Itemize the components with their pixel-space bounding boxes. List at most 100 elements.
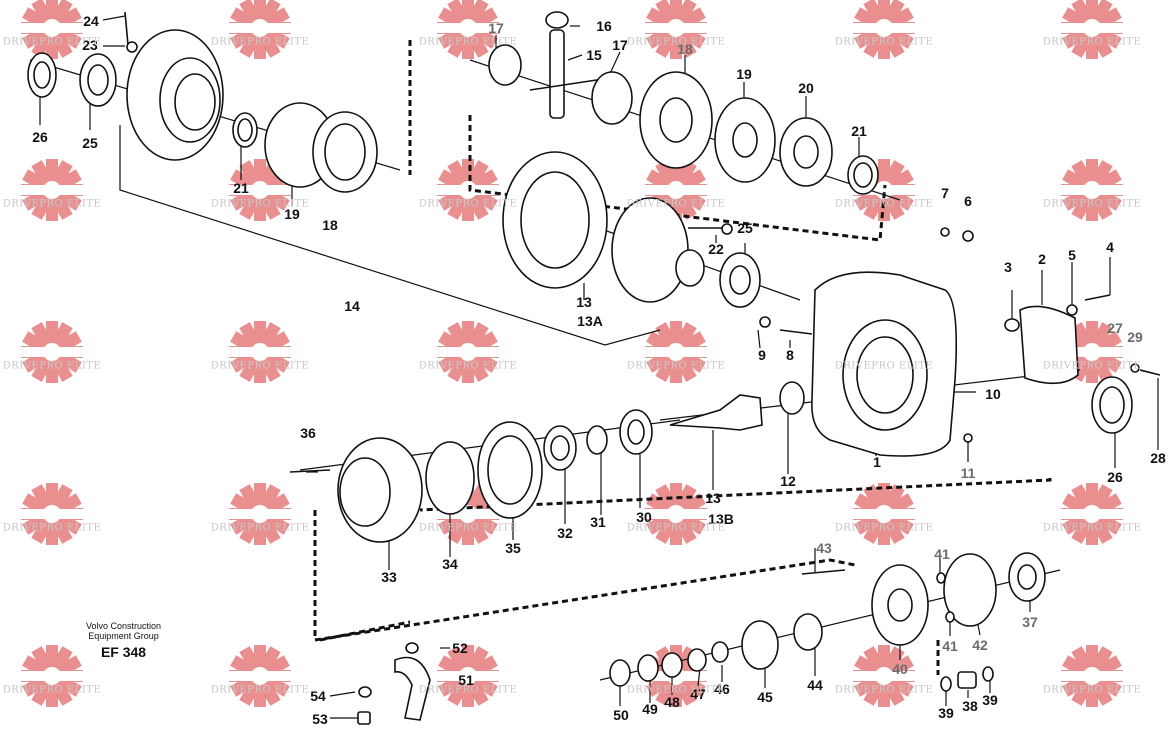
callout-37: 37: [1022, 614, 1038, 630]
caption-line1: Volvo Construction: [86, 621, 162, 631]
callout-25: 25: [82, 135, 98, 151]
caption-code: EF 348: [100, 644, 147, 660]
callout-44: 44: [807, 677, 823, 693]
callout-18: 18: [677, 41, 693, 57]
parts: [27, 11, 1161, 725]
callout-21: 21: [851, 123, 867, 139]
watermark-gear-icon: [16, 645, 88, 707]
callout-7: 7: [941, 185, 949, 201]
watermark-text: DRIVEPRO ELITE: [834, 360, 934, 372]
watermark-gear-icon: [1056, 159, 1128, 221]
watermark-text: DRIVEPRO ELITE: [2, 684, 102, 696]
callout-14: 14: [344, 298, 360, 314]
callout-28: 28: [1150, 450, 1166, 466]
watermark-text: DRIVEPRO ELITE: [2, 522, 102, 534]
callout-16: 16: [596, 18, 612, 34]
callout-47: 47: [690, 686, 706, 702]
watermark-gear-icon: [16, 321, 88, 383]
watermark-gear-icon: [16, 0, 88, 59]
watermark-gear-icon: [16, 159, 88, 221]
callout-8: 8: [786, 347, 794, 363]
watermark-text: DRIVEPRO ELITE: [626, 360, 726, 372]
watermark-gear-icon: [224, 645, 296, 707]
watermark-text: DRIVEPRO ELITE: [418, 36, 518, 48]
watermark-text: DRIVEPRO ELITE: [210, 522, 310, 534]
callout-1: 1: [873, 454, 881, 470]
watermark-text: DRIVEPRO ELITE: [418, 522, 518, 534]
callout-54: 54: [310, 688, 326, 704]
caption-block: Volvo Construction Equipment Group EF 34…: [86, 621, 161, 660]
callout-52: 52: [452, 640, 468, 656]
callout-10: 10: [985, 386, 1001, 402]
watermark-gear-icon: [640, 321, 712, 383]
callout-45: 45: [757, 689, 773, 705]
watermark-text: DRIVEPRO ELITE: [626, 198, 726, 210]
callout-13: 13: [576, 294, 592, 310]
callout-26: 26: [1107, 469, 1123, 485]
callout-11: 11: [960, 465, 976, 481]
callout-35: 35: [505, 540, 521, 556]
callout-41: 41: [942, 638, 958, 654]
watermark-gear-icon: [224, 483, 296, 545]
callout-24: 24: [83, 13, 99, 29]
watermark-gear-icon: [16, 483, 88, 545]
watermark-text: DRIVEPRO ELITE: [210, 360, 310, 372]
watermark-text: DRIVEPRO ELITE: [1042, 522, 1142, 534]
callout-2: 2: [1038, 251, 1046, 267]
callout-26: 26: [32, 129, 48, 145]
callout-39: 39: [982, 692, 998, 708]
callout-43: 43: [816, 540, 832, 556]
watermark-gear-icon: [848, 0, 920, 59]
watermark-text: DRIVEPRO ELITE: [1042, 198, 1142, 210]
callout-30: 30: [636, 509, 652, 525]
watermark-text: DRIVEPRO ELITE: [626, 522, 726, 534]
callout-4: 4: [1106, 239, 1114, 255]
watermark-text: DRIVEPRO ELITE: [1042, 684, 1142, 696]
callout-49: 49: [642, 701, 658, 717]
watermark-gear-icon: [432, 321, 504, 383]
watermark-text: DRIVEPRO ELITE: [834, 36, 934, 48]
callout-29: 29: [1127, 329, 1143, 345]
watermark-text: DRIVEPRO ELITE: [418, 198, 518, 210]
watermark-gear-icon: [1056, 645, 1128, 707]
watermark-text: DRIVEPRO ELITE: [210, 684, 310, 696]
callout-22: 22: [708, 241, 724, 257]
watermark-text: DRIVEPRO ELITE: [418, 360, 518, 372]
callout-32: 32: [557, 525, 573, 541]
caption-line2: Equipment Group: [88, 631, 159, 641]
watermark-gear-icon: [848, 645, 920, 707]
callout-36: 36: [300, 425, 316, 441]
watermark-text: DRIVEPRO ELITE: [834, 198, 934, 210]
callout-27: 27: [1107, 320, 1123, 336]
callout-39: 39: [938, 705, 954, 721]
watermark-text: DRIVEPRO ELITE: [834, 522, 934, 534]
callout-33: 33: [381, 569, 397, 585]
callout-13b: 13B: [708, 511, 734, 527]
callout-46: 46: [714, 681, 730, 697]
callout-6: 6: [964, 193, 972, 209]
watermark-gear-icon: [432, 159, 504, 221]
callout-18: 18: [322, 217, 338, 233]
watermark-text: DRIVEPRO ELITE: [1042, 36, 1142, 48]
callout-41: 41: [934, 546, 950, 562]
watermark-text: DRIVEPRO ELITE: [418, 684, 518, 696]
watermark-gear-icon: [1056, 483, 1128, 545]
watermark-text: DRIVEPRO ELITE: [626, 684, 726, 696]
callout-17: 17: [612, 37, 628, 53]
callout-3: 3: [1004, 259, 1012, 275]
callout-25: 25: [737, 220, 753, 236]
watermark-gear-icon: [640, 0, 712, 59]
watermark-text: DRIVEPRO ELITE: [2, 198, 102, 210]
watermark-text: DRIVEPRO ELITE: [210, 36, 310, 48]
callout-15: 15: [586, 47, 602, 63]
callout-9: 9: [758, 347, 766, 363]
watermark-gear-icon: [224, 321, 296, 383]
watermark-text: DRIVEPRO ELITE: [834, 684, 934, 696]
callout-51: 51: [458, 672, 474, 688]
callout-42: 42: [972, 637, 988, 653]
callout-20: 20: [798, 80, 814, 96]
watermark-text: DRIVEPRO ELITE: [1042, 360, 1142, 372]
watermark-gear-icon: [224, 0, 296, 59]
watermark-gear-icon: [432, 645, 504, 707]
